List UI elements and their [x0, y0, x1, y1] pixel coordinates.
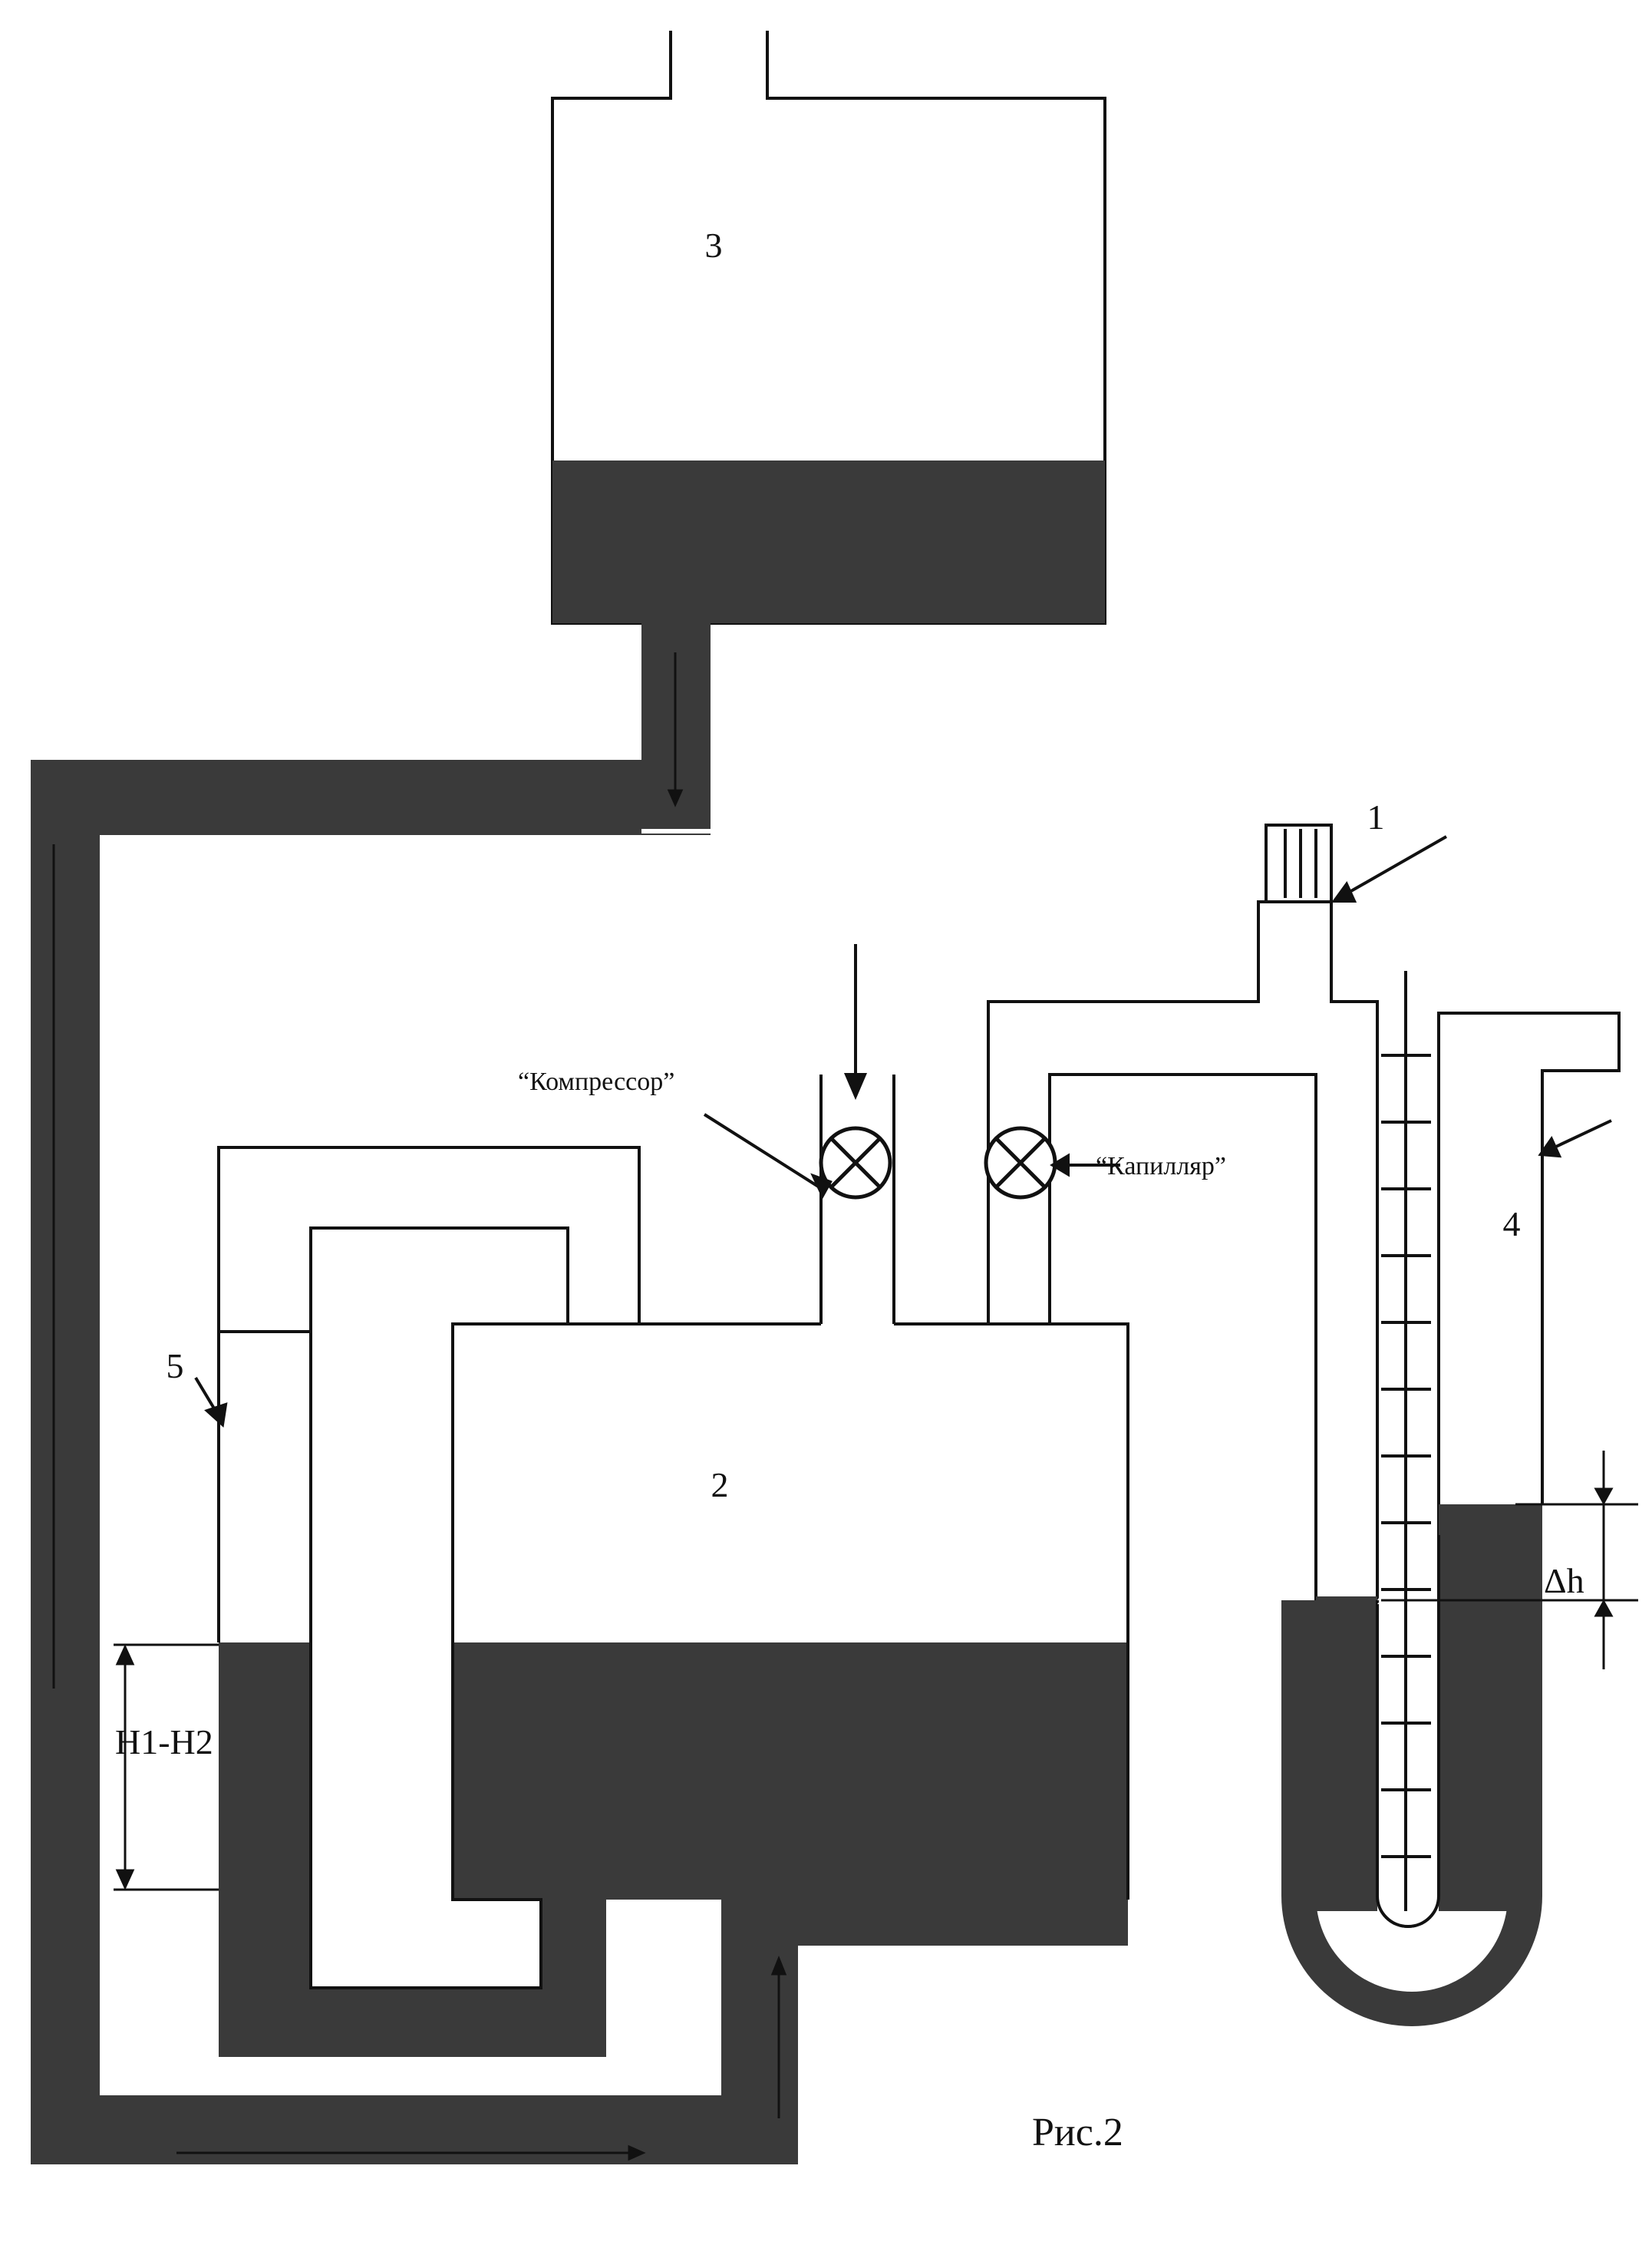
manometer-scale [1381, 971, 1431, 1911]
label-delta-h: Δh [1544, 1561, 1584, 1600]
compressor-valve-icon[interactable] [819, 1126, 892, 1200]
siphon-tube [219, 1226, 606, 2057]
label-part-4: 4 [1503, 1204, 1521, 1243]
figure-caption: Рис.2 [1032, 2111, 1123, 2154]
label-part-1: 1 [1367, 797, 1385, 837]
flow-arrows [52, 652, 787, 2161]
label-part-5: 5 [167, 1346, 184, 1385]
label-level-difference: H1-H2 [115, 1722, 213, 1761]
label-vessel-3: 3 [705, 226, 723, 265]
delta-h-dimension [1381, 1451, 1638, 1669]
pointer-arrows [194, 835, 1612, 1428]
vessel-3-liquid [552, 461, 1105, 623]
feed-pipe [31, 623, 1128, 2164]
label-compressor: “Компрессор” [518, 1068, 674, 1096]
level-difference-dimension [114, 1643, 219, 1891]
vessel-2-liquid [453, 1642, 1128, 1900]
capillary-valve-icon[interactable] [984, 1126, 1057, 1200]
label-vessel-2: 2 [711, 1465, 729, 1504]
manometer [1281, 1012, 1621, 2026]
capillary-line [987, 824, 1379, 1604]
label-capillary: “Капилляр” [1096, 1152, 1226, 1180]
